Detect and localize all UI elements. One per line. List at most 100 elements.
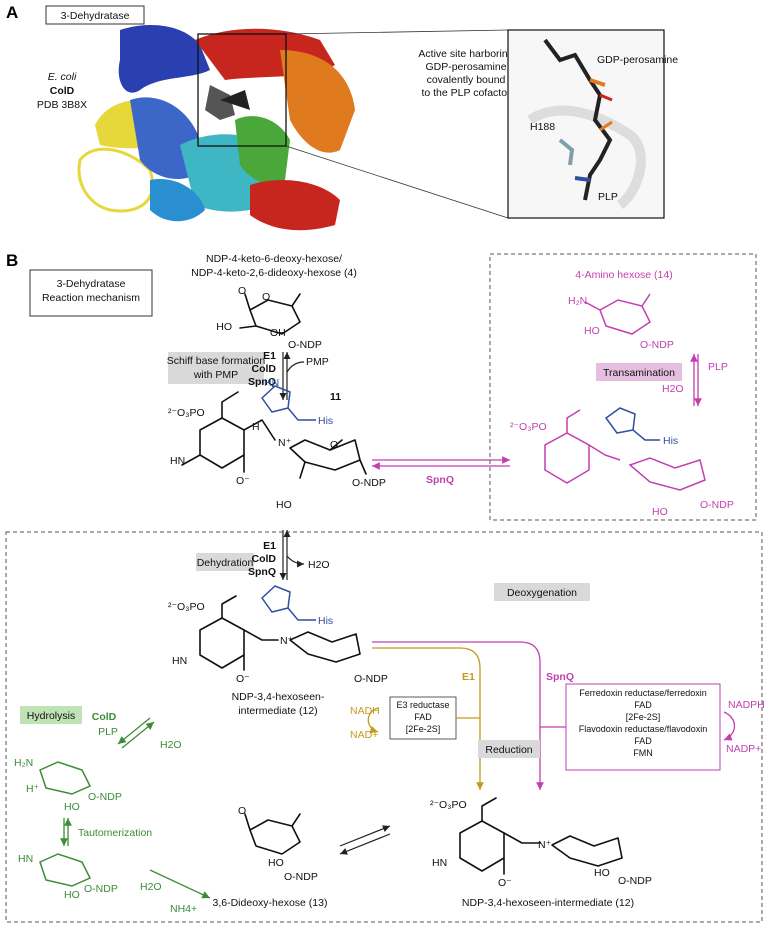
panel-a-title-box [45,5,145,25]
e1-branch-label: E1 [462,671,475,683]
product-14-label: 4-Amino hexose (14) [575,269,672,281]
int12-phosphate: ²⁻O₃PO [168,601,205,613]
spnq-reductase-box [565,683,721,771]
int12-name-2: intermediate (12) [238,705,317,717]
svg-text:O: O [330,439,338,451]
transam-ho: HO [652,506,668,518]
his-imidazole-transam [604,407,660,441]
step1-label-box [168,352,264,384]
int12-n: N⁺ [280,635,293,647]
zoom-line-top [285,29,509,35]
active-site-selection-box [197,33,287,147]
int12-ndp: O-NDP [354,673,388,685]
spnq-reduction-arrow [372,641,544,790]
nad-label: NAD+ [350,729,378,741]
spnq-box-4: Flavodoxin reductase/flavodoxin [579,724,708,734]
his11-label: His [318,415,333,427]
product-13-ho: HO [268,857,284,869]
svg-text:N⁺: N⁺ [278,437,291,449]
substrate-name-2: NDP-4-keto-2,6-dideoxy-hexose (4) [191,267,357,279]
hydrolysis-h2o: H2O [160,739,182,751]
imine-intermediate-structure [39,853,92,887]
spnq-box-6: FMN [633,748,653,758]
svg-text:HN: HN [170,455,185,467]
panel-a-title: 3-Dehydratase [61,10,130,22]
substrate-ho: HO [216,321,232,333]
substrate-name-1: NDP-4-keto-6-deoxy-hexose/ [206,253,342,265]
panel-b-title-1: 3-Dehydratase [57,278,126,290]
e1-box-1: E3 reductase [396,700,449,710]
reduced-intermediate-structure [459,797,623,875]
svg-text:H: H [252,421,260,433]
nadh-label: NADH [350,705,380,717]
spnq-box-2: FAD [634,700,652,710]
hydrolysis-to-product-arrow [149,869,211,899]
amine-h: H⁺ [26,783,39,795]
reduced-phosphate: ²⁻O₃PO [430,799,467,811]
int12-hn: HN [172,655,187,667]
substrate-4-structure: O O [238,285,301,335]
transamination-h2o: H2O [662,383,684,395]
step1-enzyme-3: SpnQ [248,376,276,388]
his11-nh: HN [264,377,279,389]
pmp-arrow [286,361,305,373]
transamination-intermediate-structure [544,409,706,491]
int12-o: O⁻ [236,673,250,685]
deoxygenation-region [5,531,763,923]
reduction-label-box [478,740,540,758]
reduced-ho: HO [594,867,610,879]
reduced-o: O⁻ [498,877,512,889]
substrate-ndp: O-NDP [288,339,322,351]
amine-h2n: H₂N [14,757,33,769]
amine-ho: HO [64,801,80,813]
deoxygenation-label-box [494,583,590,601]
imine-ndp: O-NDP [84,883,118,895]
intermediate-12-structure [199,595,361,671]
reduced-ndp: O-NDP [618,875,652,887]
product-13-name: 3,6-Dideoxy-hexose (13) [213,897,328,909]
panel-b-title-box [29,269,153,317]
step1-label-b: with PMP [193,369,238,381]
panel-b-title-2: Reaction mechanism [42,292,140,304]
panel-a-label: A [6,3,18,22]
nadp-label: NADP+ [726,743,761,755]
imine-ho: HO [64,889,80,901]
spnq-box-5: FAD [634,736,652,746]
compound-11-label: 11 [330,391,341,403]
svg-text:O⁻: O⁻ [236,475,250,487]
product-14-amine: H₂N [568,295,587,307]
e1-box-3: [2Fe-2S] [406,724,441,734]
callout-line-3: covalently bound [427,74,506,86]
inset-ligand-sticks [527,38,646,209]
dehydration-enzyme-1: E1 [263,540,276,552]
reduced-hn: HN [432,857,447,869]
int11-ndp: O-NDP [352,477,386,489]
pdb-label: PDB 3B8X [37,99,87,111]
hydrolysis-enzyme: ColD [92,711,117,723]
deoxygenation-label: Deoxygenation [507,587,577,599]
spnq-box-1: Ferredoxin reductase/ferredoxin [579,688,707,698]
transamination-label: Transamination [603,367,675,379]
intermediate-11-structure: ²⁻O₃PO HN O⁻ H N⁺ O [168,391,367,487]
transamination-label-box [596,363,682,381]
hydrolysis-forward-arrow [121,721,155,749]
step1-label-a: Schiff base formation [167,355,266,367]
hydrolysis-back-arrow [117,717,151,745]
nadph-arrow [723,711,736,741]
product-14-ho: HO [584,325,600,337]
hydrolysis-label-box [20,706,82,724]
nadph-label: NADPH [728,699,765,711]
hydrolysis-label: Hydrolysis [27,710,75,722]
dehydration-label-box [196,553,254,571]
ring-o-4: O [262,291,270,303]
reduced-n: N⁺ [538,839,551,851]
step1-enzyme-2: ColD [252,363,277,375]
inset-cofactor-label: PLP [598,191,618,203]
his-transam-label: His [663,435,678,447]
hydrolysis-plp: PLP [98,726,118,738]
substrate-oh: OH [270,327,286,339]
protein-ribbon-structure [77,25,355,231]
protein-label: ColD [50,85,75,97]
transam-phosphate: ²⁻O₃PO [510,421,547,433]
